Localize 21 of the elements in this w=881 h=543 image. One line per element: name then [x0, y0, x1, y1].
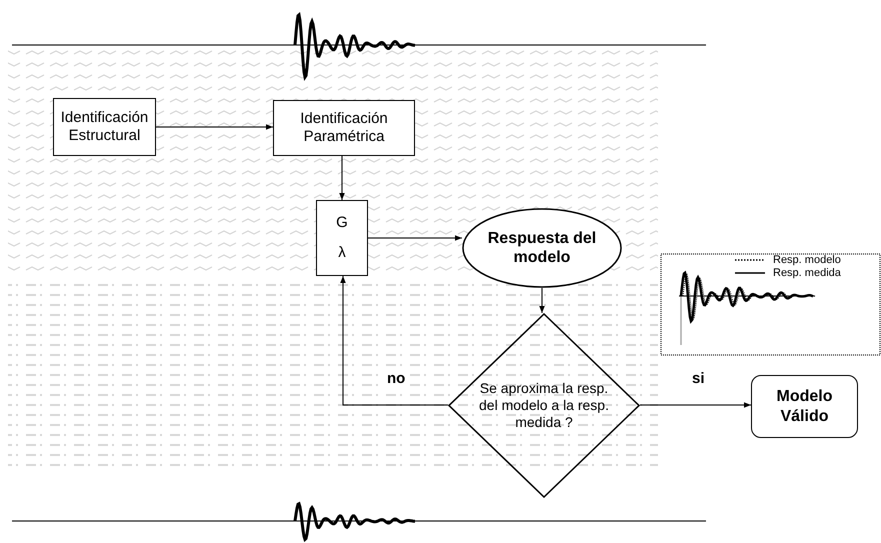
node-label: G	[336, 214, 348, 232]
legend-label: Resp. medida	[773, 266, 841, 280]
terminal-box	[751, 375, 858, 438]
process-box	[53, 98, 156, 156]
node-label: λ	[338, 244, 346, 262]
process-box	[273, 100, 415, 156]
legend-label: Resp. modelo	[773, 253, 841, 267]
node-label: Modelo Válido	[776, 387, 834, 426]
node-label: Identificación Paramétrica	[299, 110, 389, 146]
arrow	[640, 402, 752, 408]
node-label: Respuesta del modelo	[486, 228, 598, 268]
node-label: Identificación Estructural	[60, 109, 150, 145]
arrow	[368, 235, 462, 241]
node-label: Se aproxima la resp. del modelo a la resp. medida ?	[479, 380, 609, 431]
decision-diamond	[448, 313, 640, 498]
process-box	[316, 200, 368, 276]
process-ellipse	[462, 208, 622, 288]
arrow	[156, 124, 274, 130]
arrow	[340, 276, 448, 406]
arrow	[539, 288, 545, 314]
arrow	[339, 156, 345, 200]
